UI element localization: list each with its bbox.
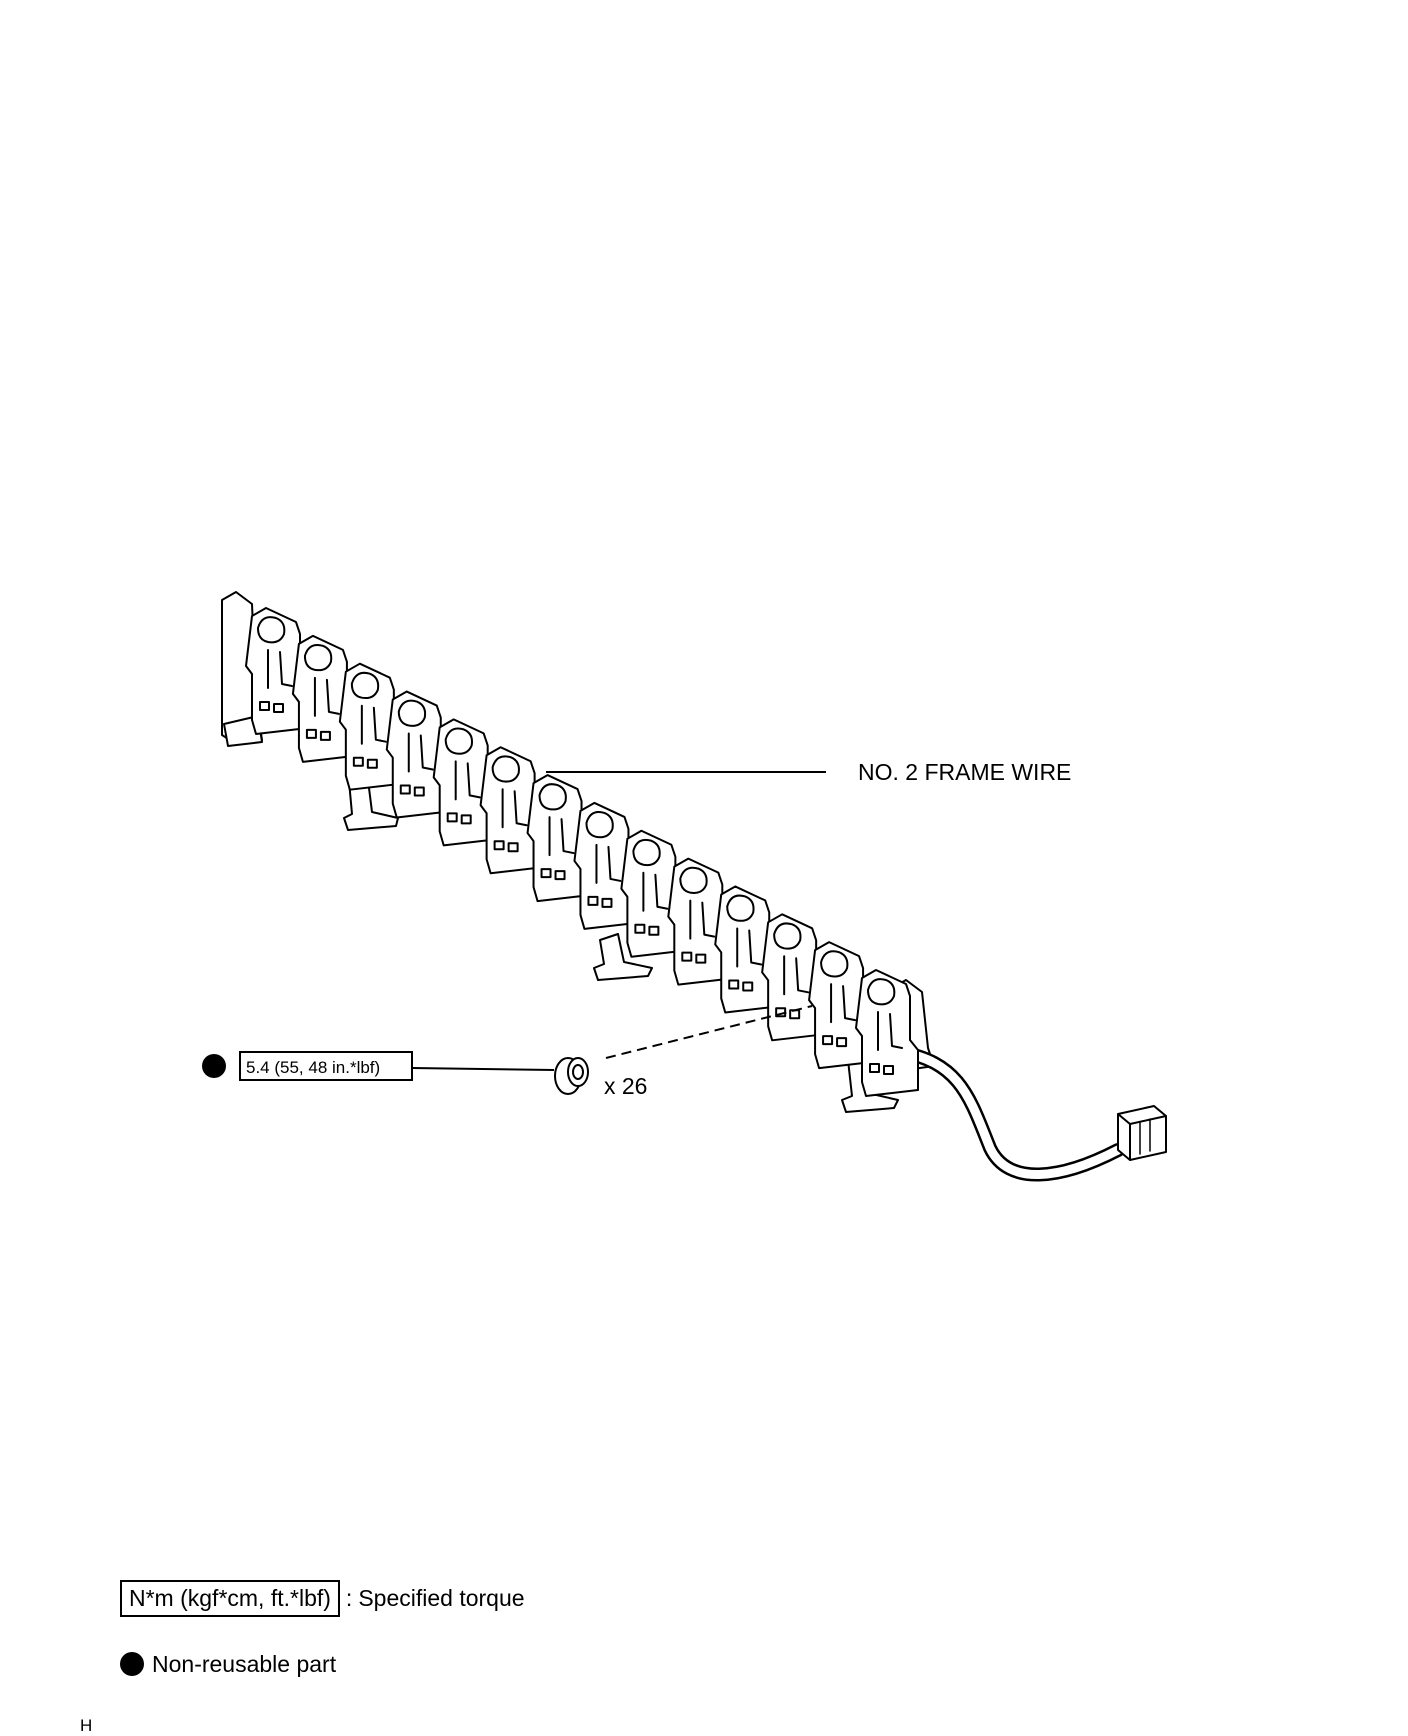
wire-harness-cable-core bbox=[895, 1047, 1123, 1179]
clip-slot bbox=[601, 897, 613, 908]
clip-slot bbox=[836, 1037, 848, 1048]
clip-slot bbox=[695, 953, 707, 964]
clip-head bbox=[444, 727, 474, 755]
clip-stem bbox=[736, 927, 763, 968]
clip-stem bbox=[267, 649, 293, 689]
clip-slot bbox=[587, 895, 599, 906]
clip-slot bbox=[883, 1065, 894, 1075]
clip-head bbox=[867, 978, 896, 1006]
clip-slot bbox=[742, 981, 754, 992]
clip-slot bbox=[789, 1009, 801, 1020]
filled-circle-icon bbox=[120, 1652, 144, 1676]
clip-slot bbox=[399, 784, 411, 795]
torque-unit-box: N*m (kgf*cm, ft.*lbf) bbox=[120, 1580, 340, 1617]
clip-slot bbox=[869, 1063, 880, 1073]
torque-callout-box bbox=[239, 1051, 413, 1081]
clip-stem bbox=[877, 1011, 903, 1051]
part-name-label: NO. 2 FRAME WIRE bbox=[858, 759, 1071, 785]
clip-slot bbox=[648, 925, 660, 936]
clip-head bbox=[726, 894, 755, 922]
clip-head bbox=[303, 643, 333, 672]
clip-stem bbox=[454, 760, 481, 801]
clip-slot bbox=[728, 979, 740, 990]
mount-foot bbox=[593, 933, 653, 981]
clip-slot bbox=[634, 923, 646, 934]
filled-circle-icon bbox=[202, 1054, 226, 1078]
clip-segment bbox=[620, 829, 685, 958]
torque-value-label: 5.4 (55, 48 in.*lbf) bbox=[246, 1058, 380, 1077]
clip-slot bbox=[554, 870, 566, 881]
wire-connector bbox=[1117, 1105, 1167, 1161]
clip-segment bbox=[855, 969, 919, 1097]
clip-segment bbox=[714, 885, 779, 1014]
clip-segment bbox=[526, 774, 591, 903]
clip-stem bbox=[360, 704, 387, 745]
clip-slot bbox=[273, 703, 284, 713]
clip-segment bbox=[479, 746, 544, 875]
clip-slot bbox=[413, 786, 425, 797]
clip-head bbox=[632, 838, 661, 867]
frame-wire-assembly bbox=[221, 591, 1167, 1182]
clip-slot bbox=[366, 758, 378, 769]
quantity-label: x 26 bbox=[604, 1073, 647, 1099]
clip-head bbox=[350, 671, 380, 700]
clip-fastener-icon bbox=[554, 1057, 589, 1095]
connector-ridge bbox=[1139, 1118, 1151, 1155]
clip-segment bbox=[432, 718, 497, 847]
wire-connector-face bbox=[1117, 1113, 1167, 1161]
clip-stem bbox=[548, 816, 575, 857]
clip-stem bbox=[313, 676, 340, 717]
legend-nonreusable: Non-reusable part bbox=[120, 1652, 336, 1676]
clip-segment bbox=[808, 941, 873, 1070]
clip-stem bbox=[501, 788, 528, 829]
clip-slot bbox=[460, 814, 472, 825]
clip-slot bbox=[305, 728, 317, 739]
clip-slot bbox=[681, 951, 693, 962]
clip-head bbox=[397, 699, 427, 727]
clip-projection-line bbox=[605, 1005, 813, 1059]
clip-head bbox=[257, 616, 286, 644]
legend-torque-meaning: Specified torque bbox=[358, 1585, 525, 1611]
clip-head bbox=[538, 783, 567, 811]
clip-slot bbox=[540, 868, 552, 879]
legend-separator: : bbox=[345, 1585, 353, 1611]
clip-slot bbox=[822, 1035, 834, 1046]
clip-head bbox=[773, 922, 802, 950]
corner-mark: H bbox=[80, 1716, 93, 1735]
clip-slot bbox=[259, 701, 270, 711]
clip-stem bbox=[830, 983, 857, 1024]
clip-slot bbox=[493, 840, 505, 851]
clip-stem bbox=[783, 955, 810, 996]
clip-segment bbox=[667, 857, 732, 986]
clip-segment bbox=[338, 662, 403, 791]
clip-head bbox=[585, 811, 614, 839]
clip-head bbox=[679, 866, 708, 894]
clip-slot bbox=[352, 756, 364, 767]
clip-stem bbox=[407, 732, 434, 773]
clip-segment bbox=[761, 913, 826, 1042]
clip-head bbox=[820, 950, 849, 978]
wire-harness-cable bbox=[893, 1045, 1125, 1182]
clip-segment bbox=[573, 801, 638, 930]
clip-stem bbox=[595, 843, 622, 884]
clip-slot bbox=[507, 842, 519, 853]
clip-head bbox=[491, 755, 520, 783]
legend-torque: N*m (kgf*cm, ft.*lbf) : Specified torque bbox=[120, 1580, 525, 1617]
legend-nonreusable-label: Non-reusable part bbox=[152, 1650, 337, 1677]
torque-leader-line bbox=[411, 1067, 555, 1071]
clip-stem bbox=[689, 899, 716, 940]
clip-slot bbox=[319, 730, 331, 741]
clip-slot bbox=[446, 812, 458, 823]
clip-stem bbox=[642, 871, 669, 912]
